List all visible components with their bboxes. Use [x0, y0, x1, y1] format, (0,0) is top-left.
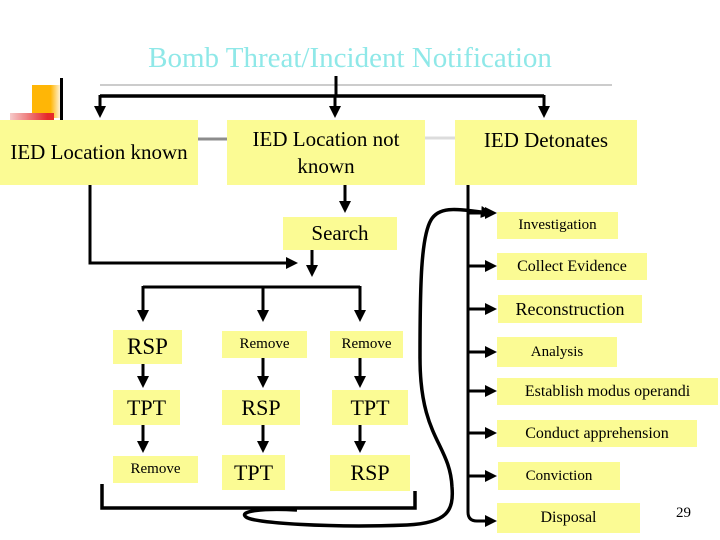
node-row1-col3-remove: Remove [330, 331, 403, 358]
node-row2-col1-tpt: TPT [113, 390, 180, 425]
node-ied-location-known: IED Location known [0, 120, 198, 185]
node-ied-location-not-known: IED Location not known [227, 120, 425, 185]
node-row2-col2-rsp: RSP [222, 390, 300, 425]
node-row3-col3-rsp: RSP [330, 455, 410, 491]
decoration-red-bar [10, 113, 54, 121]
page-title: Bomb Threat/Incident Notification [148, 42, 552, 74]
node-investigation: Investigation [497, 212, 618, 239]
node-reconstruction: Reconstruction [498, 295, 642, 323]
node-conduct-apprehension: Conduct apprehension [497, 420, 697, 447]
node-collect-evidence: Collect Evidence [497, 253, 647, 280]
page-number: 29 [676, 505, 691, 521]
node-conviction: Conviction [498, 462, 620, 490]
node-disposal: Disposal [497, 503, 640, 533]
node-row3-col1-remove: Remove [113, 456, 198, 483]
right-spine [466, 185, 497, 527]
node-row1-col2-remove: Remove [222, 331, 307, 358]
node-analysis: Analysis [497, 337, 617, 367]
node-ied-detonates: IED Detonates [455, 120, 637, 185]
node-search: Search [283, 217, 397, 250]
node-row2-col3-tpt: TPT [332, 390, 408, 425]
node-establish-modus-operandi: Establish modus operandi [497, 378, 718, 405]
decoration-orange-square [32, 85, 62, 118]
node-row1-col1-rsp: RSP [113, 330, 182, 364]
node-row3-col2-tpt: TPT [222, 455, 285, 490]
decoration-black-line [60, 78, 63, 120]
